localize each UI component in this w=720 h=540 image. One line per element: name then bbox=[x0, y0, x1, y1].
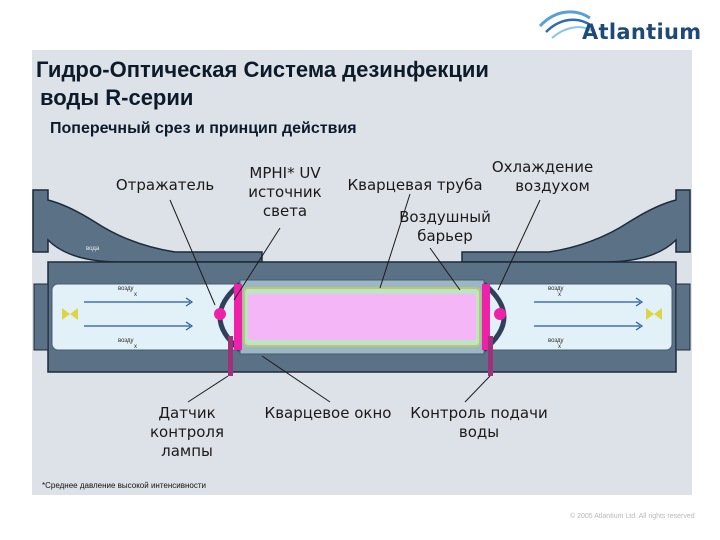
title-line-1: Гидро-Оптическая Система дезинфекции bbox=[36, 57, 489, 82]
left-lamp-electrode bbox=[214, 308, 226, 320]
lamp-sensor-probe bbox=[228, 336, 233, 376]
logo-text: Atlantium bbox=[582, 20, 702, 44]
uv-source-line-3: света bbox=[262, 202, 308, 220]
air-left-top-line-1: возду bbox=[118, 286, 134, 292]
uv-source-line-2: источник bbox=[248, 183, 322, 201]
atlantium-wave-logo-icon bbox=[538, 10, 595, 39]
callout-lines bbox=[169, 193, 541, 403]
left-air-chamber bbox=[51, 283, 241, 351]
air-cooling-line-2: воздухом bbox=[515, 177, 590, 195]
page-title: Гидро-Оптическая Система дезинфекции вод… bbox=[36, 56, 676, 112]
subtitle: Поперечный срез и принцип действия bbox=[50, 120, 357, 137]
footnote: *Среднее давление высокой интенсивности bbox=[42, 481, 206, 490]
left-inlet-pipe bbox=[32, 189, 263, 263]
air-left-bottom-line-2: х bbox=[134, 344, 137, 350]
right-air-chamber bbox=[483, 283, 673, 351]
air-right-top-label: возду х bbox=[548, 286, 564, 298]
air-left-bottom-label: возду х bbox=[118, 338, 137, 350]
left-quartz-window bbox=[234, 284, 242, 350]
air-right-top-line-1: возду bbox=[548, 286, 564, 292]
uv-source-line-1: MPHI* UV bbox=[249, 164, 321, 182]
right-fan-icon bbox=[646, 308, 662, 320]
air-left-top-line-2: х bbox=[134, 292, 137, 298]
air-left-top-label: возду х bbox=[118, 286, 137, 298]
air-right-bottom-label: возду х bbox=[548, 338, 564, 350]
uv-source-label: MPHI* UV источник света bbox=[230, 164, 340, 221]
quartz-window-label: Кварцевое окно bbox=[264, 404, 392, 422]
right-end-cap bbox=[675, 283, 691, 351]
air-barrier-line-2: барьер bbox=[417, 227, 473, 245]
left-fan-icon bbox=[62, 308, 78, 320]
water-feed-control-line-2: воды bbox=[458, 423, 500, 441]
air-right-top-line-2: х bbox=[558, 292, 561, 298]
lamp-sensor-label: Датчик контроля лампы bbox=[132, 404, 242, 461]
water-feed-control-probe bbox=[488, 336, 493, 376]
right-lamp-electrode bbox=[494, 308, 506, 320]
water-feed-control-line-1: Контроль подачи bbox=[410, 404, 548, 422]
right-quartz-window bbox=[482, 284, 490, 350]
left-air-arrows bbox=[84, 297, 194, 331]
air-cooling-line-1: Охлаждение bbox=[491, 158, 594, 176]
copyright: © 2005 Atlantium Ltd. All rights reserve… bbox=[570, 513, 695, 520]
air-cooling-label: Охлаждение воздухом bbox=[485, 158, 600, 196]
lamp-sensor-line-1: Датчик bbox=[158, 404, 216, 422]
left-end-cap bbox=[33, 283, 49, 351]
title-line-2: воды R-серии bbox=[40, 85, 194, 110]
air-barrier-line-1: Воздушный bbox=[399, 208, 491, 226]
water-feed-control-label: Контроль подачи воды bbox=[404, 404, 554, 442]
water-label: вода bbox=[86, 246, 100, 252]
uv-lamp-glow bbox=[248, 294, 476, 340]
lamp-sensor-line-3: лампы bbox=[161, 442, 213, 460]
air-right-bottom-line-1: возду bbox=[548, 338, 564, 344]
right-outlet-pipe bbox=[461, 189, 691, 263]
quartz-tube-label: Кварцевая труба bbox=[347, 176, 483, 194]
right-air-arrows bbox=[534, 297, 644, 331]
air-barrier-label: Воздушный барьер bbox=[395, 208, 495, 246]
air-right-bottom-line-2: х bbox=[558, 344, 561, 350]
lamp-sensor-line-2: контроля bbox=[149, 423, 225, 441]
air-left-bottom-line-1: возду bbox=[118, 338, 134, 344]
reflector-label: Отражатель bbox=[115, 176, 215, 194]
